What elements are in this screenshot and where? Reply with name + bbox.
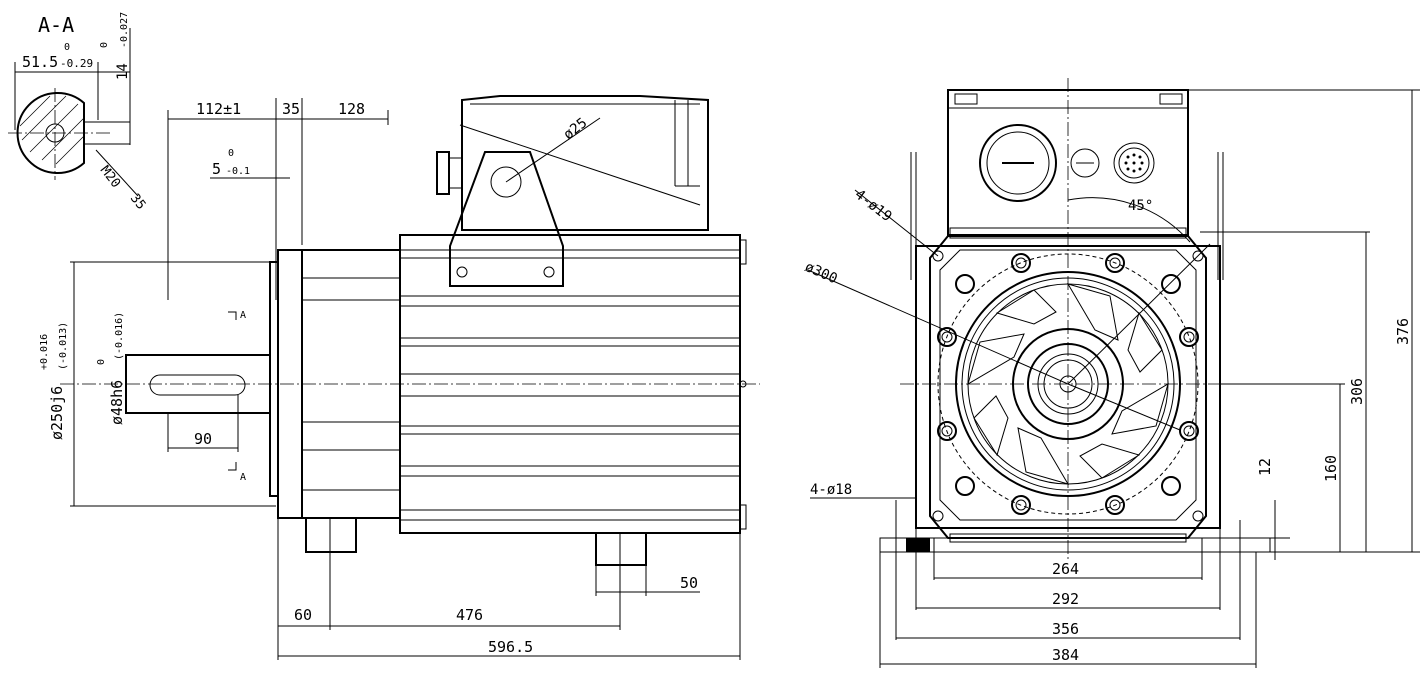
dim-112: 112±1 bbox=[196, 100, 241, 118]
dim-306: 306 bbox=[1348, 378, 1366, 405]
dim-356: 356 bbox=[1052, 620, 1079, 638]
dim-250-tol-upper: +0.016 bbox=[39, 334, 50, 370]
section-mark-bottom: A bbox=[240, 472, 246, 483]
section-title: A-A bbox=[38, 13, 74, 37]
section-key-dim: 14 bbox=[115, 63, 131, 80]
dim-264: 264 bbox=[1052, 560, 1079, 578]
dim-596: 596.5 bbox=[488, 638, 533, 656]
section-mark-top: A bbox=[240, 310, 246, 321]
dim-35: 35 bbox=[282, 100, 300, 118]
section-hatch bbox=[19, 95, 85, 165]
dim-5: 5 bbox=[212, 160, 221, 178]
angle-45: 45° bbox=[1128, 198, 1153, 214]
dim-5-tol-lower: -0.1 bbox=[226, 166, 250, 177]
dim-60: 60 bbox=[294, 606, 312, 624]
section-width-tol-lower: -0.29 bbox=[60, 57, 93, 70]
dim-50: 50 bbox=[680, 574, 698, 592]
dim-250: ø250j6 bbox=[48, 386, 66, 440]
section-key-tol-lower: -0.027 bbox=[119, 12, 130, 48]
side-view: 112±1 35 128 5 0 -0.1 ø250j6 +0.016 (-0.… bbox=[39, 95, 760, 660]
dim-25: ø25 bbox=[561, 115, 591, 143]
section-a-a: A-A 51.5 0 -0.29 14 0 -0.027 M20 35 bbox=[8, 12, 148, 213]
dim-160: 160 bbox=[1322, 455, 1340, 482]
section-thread: M20 bbox=[97, 163, 123, 191]
body-ribs bbox=[400, 249, 740, 521]
dim-250-tol-lower: (-0.013) bbox=[58, 322, 69, 370]
dim-12: 12 bbox=[1256, 458, 1274, 476]
dim-384: 384 bbox=[1052, 646, 1079, 664]
lifting-lug bbox=[449, 151, 564, 287]
connector-icon bbox=[1113, 142, 1155, 184]
dim-476: 476 bbox=[456, 606, 483, 624]
dim-48: ø48h6 bbox=[108, 380, 126, 425]
section-key-tol-upper: 0 bbox=[99, 42, 110, 48]
section-width-dim: 51.5 bbox=[22, 53, 58, 71]
section-width-tol-upper: 0 bbox=[64, 42, 70, 53]
section-thread-depth: 35 bbox=[127, 191, 148, 213]
dia-300: ø300 bbox=[802, 259, 839, 287]
front-view: 45° bbox=[802, 78, 1420, 668]
cable-gland bbox=[979, 124, 1057, 202]
dim-128: 128 bbox=[338, 100, 365, 118]
dim-90: 90 bbox=[194, 430, 212, 448]
dim-292: 292 bbox=[1052, 590, 1079, 608]
bolt-holes bbox=[932, 250, 1204, 522]
dim-5-tol-upper: 0 bbox=[228, 148, 234, 159]
dim-48-tol-lower: (-0.016) bbox=[114, 312, 125, 360]
dim-48-tol-upper: 0 bbox=[96, 359, 107, 365]
terminal-box bbox=[461, 95, 709, 231]
shaft-section-outline bbox=[16, 92, 85, 174]
holes-18: 4-ø18 bbox=[810, 482, 852, 498]
dim-376: 376 bbox=[1394, 318, 1412, 345]
fan-blades bbox=[967, 283, 1169, 485]
holes-19: 4-ø19 bbox=[852, 187, 895, 226]
